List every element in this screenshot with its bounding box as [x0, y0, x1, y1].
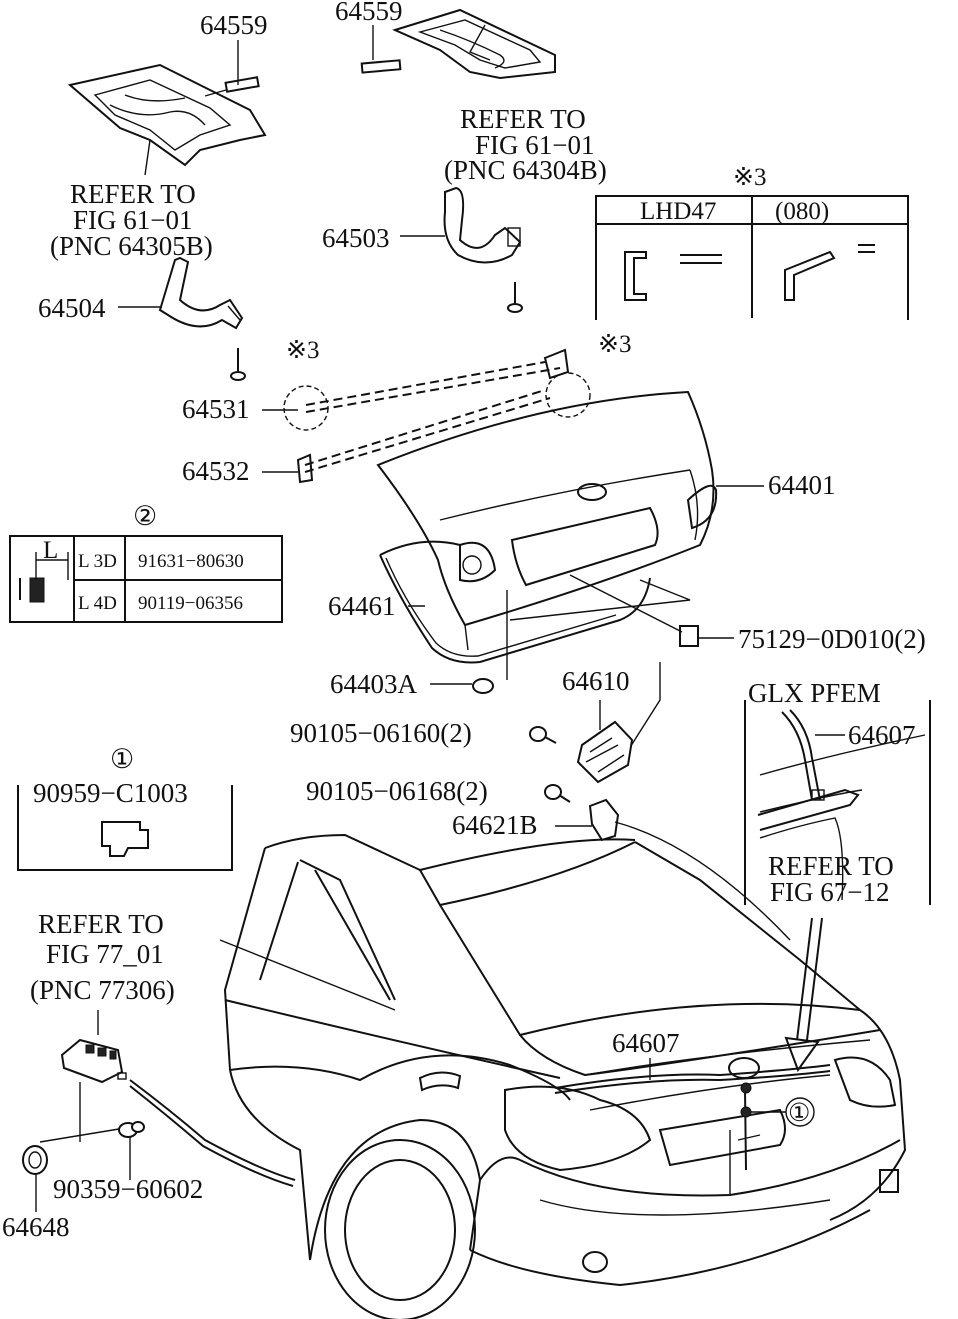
- refer-right-line2: FIG 61−01: [475, 130, 594, 160]
- car-marker: ①: [788, 1100, 810, 1127]
- refer-right-line3: (PNC 64304B): [444, 155, 607, 185]
- weatherstrip-64461: [379, 540, 651, 664]
- hinge-64503: [443, 186, 522, 264]
- bumper-stopper-left: [204, 76, 260, 97]
- note3-table: LHD47 (080): [595, 195, 909, 320]
- label-64401: 64401: [768, 470, 836, 500]
- label-64461: 64461: [328, 591, 396, 621]
- note1-part: 90959−C1003: [33, 778, 188, 808]
- cable-lower: [304, 389, 546, 466]
- label-90105-06168: 90105−06168(2): [306, 776, 488, 806]
- refer-glx-line2: FIG 67−12: [770, 877, 889, 907]
- note2-row1-len: L 3D: [78, 551, 117, 572]
- clip-75129: [679, 625, 699, 647]
- label-64559-top: 64559: [335, 0, 403, 26]
- label-64621b: 64621B: [452, 810, 538, 840]
- hinge-panel-right: [392, 8, 556, 80]
- lock-64610: [576, 720, 634, 784]
- refer-left-line2: FIG 61−01: [73, 205, 192, 235]
- connector-dot-mid: [740, 1106, 752, 1118]
- bumper-stopper-right: [360, 59, 402, 74]
- refer-77-line3: (PNC 77306): [30, 975, 175, 1005]
- note3-col-080: (080): [775, 198, 829, 225]
- glx-pfem-box: [744, 700, 931, 905]
- hinge-panel-left: [67, 63, 267, 176]
- refer-left-line3: (PNC 64305B): [50, 231, 213, 261]
- label-64503: 64503: [322, 223, 390, 253]
- refer-right-line1: REFER TO: [460, 104, 586, 134]
- label-64504: 64504: [38, 293, 106, 323]
- hinge-64504: [158, 256, 244, 330]
- grommet-64648: [22, 1145, 48, 1175]
- bracket-top-right: [543, 348, 570, 380]
- label-75129: 75129−0D010(2): [738, 624, 926, 654]
- label-90105-06160: 90105−06160(2): [290, 718, 472, 748]
- bolt-64503: [507, 282, 523, 313]
- note3-col-lhd47: LHD47: [640, 198, 716, 225]
- label-64559-left: 64559: [200, 10, 268, 40]
- label-64607-car: 64607: [612, 1028, 680, 1058]
- bolt-90105-06160: [529, 726, 557, 744]
- label-64403a: 64403A: [330, 669, 418, 699]
- connector-dot-top: [740, 1082, 752, 1094]
- label-64648: 64648: [2, 1212, 70, 1242]
- refer-glx-line1: REFER TO: [768, 851, 894, 881]
- note2-marker: ②: [133, 501, 157, 531]
- bracket-64532-left: [296, 453, 314, 484]
- refer-77-line2: FIG 77_01: [46, 939, 164, 969]
- note3-marker-right: ※3: [598, 331, 631, 358]
- note3-marker-left: ※3: [286, 337, 319, 364]
- note2-row2-len: L 4D: [78, 593, 117, 614]
- note2-row2-part: 90119−06356: [138, 593, 243, 614]
- cushion-64403a: [472, 678, 494, 694]
- label-64532: 64532: [182, 456, 250, 486]
- cable-upper: [305, 361, 546, 406]
- note2-row1-part: 91631−80630: [138, 551, 244, 572]
- bolt-90105-06168: [544, 784, 571, 803]
- cable-77306: [129, 1079, 296, 1181]
- clamp-90359: [118, 1121, 145, 1138]
- car-body: [219, 833, 907, 1319]
- label-90359: 90359−60602: [53, 1174, 203, 1204]
- label-64607-box: 64607: [848, 720, 916, 750]
- note1-marker: ①: [110, 744, 134, 774]
- detail-circle-left: [283, 385, 329, 431]
- refer-left-line1: REFER TO: [70, 179, 196, 209]
- note2-table: L L 3D 91631−80630 L 4D 90119−06356: [9, 535, 283, 623]
- label-64531: 64531: [182, 394, 250, 424]
- note2-dim-label: L: [43, 537, 58, 564]
- note1-box: 90959−C1003: [17, 778, 233, 871]
- trunk-lid-64401: [376, 390, 718, 651]
- wire-64607: [554, 1064, 831, 1089]
- bolt-64504: [230, 348, 246, 381]
- label-64610: 64610: [562, 666, 630, 696]
- switch-77306: [60, 1038, 127, 1084]
- refer-77-line1: REFER TO: [38, 909, 164, 939]
- note3-table-marker: ※3: [733, 164, 766, 191]
- detail-circle-right: [545, 372, 591, 418]
- glx-pfem-label: GLX PFEM: [748, 678, 881, 708]
- switch-64621b: [588, 798, 620, 842]
